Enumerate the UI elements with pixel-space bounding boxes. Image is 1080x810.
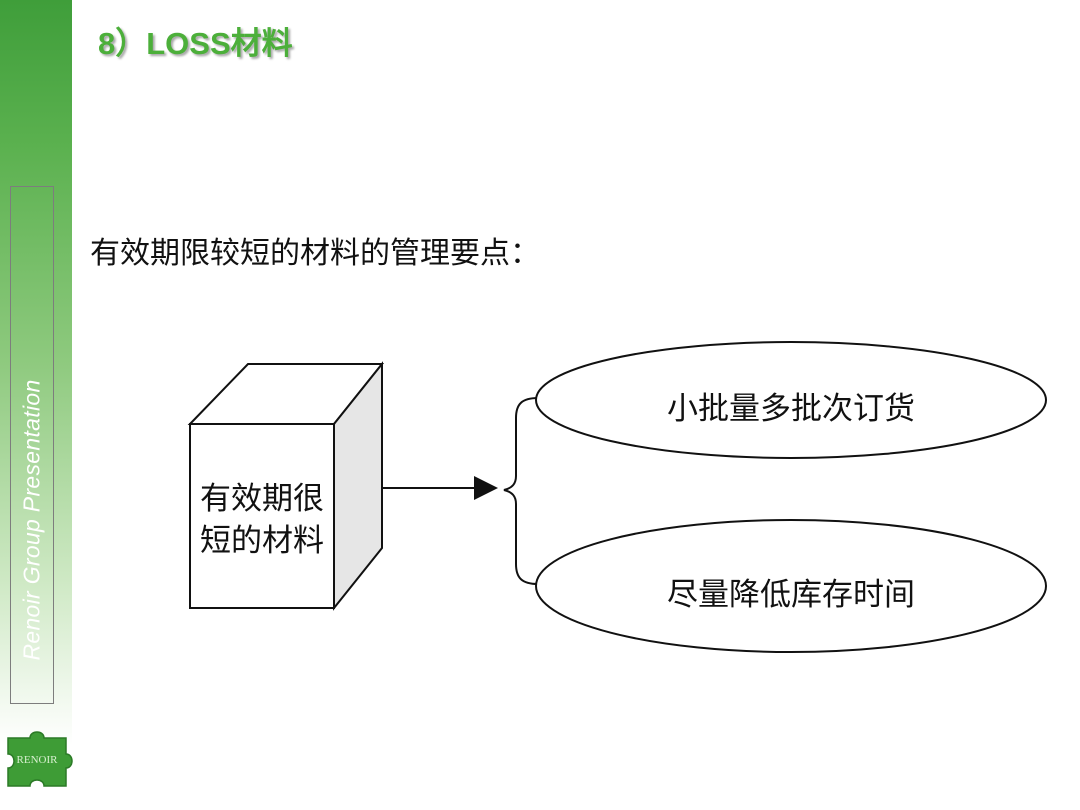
cube-label-line1: 有效期很 <box>200 481 324 517</box>
arrow-head <box>474 476 498 500</box>
sidebar-band <box>0 0 72 810</box>
cube-label: 有效期很 短的材料 <box>190 478 334 562</box>
slide-title: 8）LOSS材料 <box>98 26 293 61</box>
curly-brace <box>503 397 539 585</box>
oval-bottom <box>535 519 1047 653</box>
point-label-2: 尽量降低库存时间 <box>667 577 915 613</box>
point-label-1: 小批量多批次订货 <box>667 391 915 427</box>
oval-top <box>535 341 1047 459</box>
puzzle-logo-icon: RENOIR <box>7 731 73 787</box>
cube-label-line2: 短的材料 <box>200 523 324 559</box>
lead-text: 有效期限较短的材料的管理要点： <box>90 236 540 271</box>
cube-front-face <box>189 423 335 609</box>
sidebar-frame <box>10 186 54 704</box>
logo-text: RENOIR <box>17 754 59 766</box>
